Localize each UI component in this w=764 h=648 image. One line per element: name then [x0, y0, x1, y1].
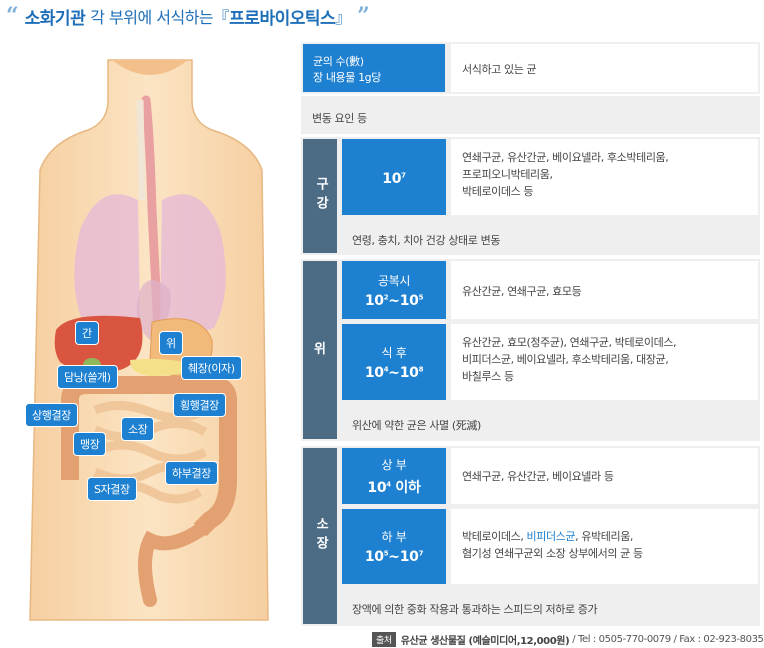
- si-upper-label: 상 부: [381, 457, 407, 472]
- si-lower-bacteria-highlight: 비피더스균: [526, 530, 576, 543]
- stomach-after-count: 104~108: [364, 364, 424, 381]
- source-contact: / Tel : 0505-770-0079 / Fax : 02-923-803…: [572, 634, 764, 645]
- stomach-after-bacteria: 유산간균, 효모(정주균), 연쇄구균, 박테로이데스, 비피더스균, 베이요넬…: [462, 334, 677, 385]
- mouth-note: 연령, 충치, 치아 건강 상태로 변동: [352, 234, 501, 247]
- side-label-mouth: 구강: [303, 139, 337, 253]
- count-base: 10: [364, 549, 384, 565]
- side-label-mouth-text: 구강: [313, 177, 329, 215]
- si-note: 장액에 의한 중화 작용과 통과하는 스피드의 저하로 증가: [352, 603, 598, 616]
- si-lower-bacteria-line2: 혐기성 연쇄구균외 소장 상부에서의 균 등: [462, 547, 643, 560]
- side-label-small-intestine: 소장: [303, 448, 337, 624]
- si-lower-label: 하 부: [381, 530, 407, 544]
- stomach-after-cell: 식 후 104~108: [342, 324, 446, 400]
- si-lower-bacteria-cell: [451, 509, 758, 584]
- title-bracket-close: 』: [335, 8, 352, 27]
- header-bacteria-cell: [451, 44, 758, 92]
- title-strong: 소화기관: [24, 8, 86, 29]
- count-exp: 5: [418, 292, 424, 301]
- mouth-bacteria: 연쇄구균, 유산간균, 베이요넬라, 후소박테리움, 프로피오니박테리움, 박테…: [462, 149, 669, 200]
- count-base: 10: [364, 364, 384, 381]
- count-base: 10: [367, 479, 387, 496]
- side-label-small-intestine-text: 소장: [313, 517, 329, 555]
- organ-label-small-intestine: 소장: [122, 418, 154, 440]
- count-base: 10: [399, 549, 419, 565]
- si-lower-bacteria-line1: 박테로이데스, 비피더스균, 유박테리움,: [462, 528, 643, 545]
- count-sep: ~: [388, 364, 400, 381]
- si-upper-count: 104 이하: [367, 477, 421, 497]
- body-figure-icon: [29, 59, 269, 621]
- source-title: 유산균 생산물질 (예슬미디어,12,000원): [400, 636, 570, 647]
- stomach-note: 위산에 약한 균은 사멸 (死滅): [352, 419, 481, 432]
- mouth-count-exp: 7: [401, 171, 406, 180]
- mouth-count-cell: 107: [342, 139, 446, 215]
- si-lower-cell: 하 부 105~107: [342, 509, 446, 584]
- stomach-fasting-bacteria: 유산간균, 연쇄구균, 효모등: [462, 285, 582, 298]
- side-label-stomach: 위: [303, 261, 337, 439]
- count-suffix: 이하: [390, 479, 421, 496]
- title-highlight: 프로바이오틱스: [229, 8, 336, 29]
- mouth-count-base: 10: [382, 171, 402, 187]
- stomach-after-bacteria-line: 바칠루스 등: [462, 370, 514, 383]
- stomach-fasting-bacteria-cell: [451, 261, 758, 319]
- stomach-after-bacteria-cell: [451, 324, 758, 400]
- count-exp: 7: [418, 549, 424, 558]
- stomach-fasting-label: 공복시: [377, 273, 411, 288]
- count-exp: 4: [386, 479, 391, 488]
- count-exp: 5: [383, 549, 389, 558]
- header-factors: 변동 요인 등: [312, 112, 367, 125]
- count-base: 10: [399, 364, 419, 381]
- si-lower-bacteria: 박테로이데스, 비피더스균, 유박테리움, 혐기성 연쇄구균외 소장 상부에서의…: [462, 528, 643, 562]
- stomach-after-label: 식 후: [381, 345, 407, 360]
- header-count-line2: 장 내용물 1g당: [313, 71, 381, 84]
- count-base: 10: [399, 292, 419, 309]
- si-upper-cell: 상 부 104 이하: [342, 448, 446, 504]
- si-lower-bacteria-post: , 유박테리움,: [575, 530, 634, 543]
- close-quote-icon: ”: [357, 3, 370, 29]
- si-upper-bacteria: 연쇄구균, 유산간균, 베이요넬라 등: [462, 470, 614, 483]
- si-lower-count: 105~107: [364, 549, 424, 565]
- source-badge: 출처: [372, 632, 396, 647]
- si-upper-bacteria-cell: [451, 448, 758, 504]
- si-lower-bacteria-pre: 박테로이데스,: [462, 530, 527, 543]
- organ-label-sigmoid-colon: S자결장: [88, 478, 136, 500]
- organ-label-liver: 간: [76, 322, 98, 344]
- stomach-after-bacteria-line: 비피더스균, 베이요넬라, 후소박테리움, 대장균,: [462, 353, 669, 366]
- organ-label-stomach: 위: [160, 332, 182, 354]
- mouth-bacteria-cell: [451, 139, 758, 215]
- organ-label-ascending-colon: 상행결장: [26, 404, 77, 426]
- title-bracket-open: 『: [213, 8, 230, 27]
- count-sep: ~: [388, 292, 400, 309]
- organ-label-transverse-colon: 횡행결장: [174, 394, 225, 416]
- organ-label-cecum: 맹장: [74, 433, 106, 455]
- organ-label-pancreas: 췌장(이자): [182, 357, 241, 379]
- open-quote-icon: “: [6, 3, 19, 29]
- organ-label-gallbladder: 담낭(쓸개): [58, 366, 117, 388]
- header-bacteria: 서식하고 있는 균: [462, 63, 537, 76]
- count-sep: ~: [388, 549, 400, 565]
- count-exp: 2: [383, 292, 389, 301]
- stomach-after-bacteria-line: 유산간균, 효모(정주균), 연쇄구균, 박테로이데스,: [462, 336, 677, 349]
- mouth-bacteria-line: 박테로이데스 등: [462, 185, 534, 198]
- mouth-count: 107: [382, 171, 406, 187]
- anatomy-illustration: 간 위 췌장(이자) 담낭(쓸개) 상행결장 횡행결장 소장 맹장 하부결장 S…: [0, 59, 300, 621]
- title-normal: 각 부위에 서식하는: [90, 8, 214, 27]
- mouth-bacteria-line: 프로피오니박테리움,: [462, 168, 553, 181]
- count-exp: 4: [383, 364, 389, 373]
- page-title: “ 소화기관 각 부위에 서식하는 『 프로바이오틱스 』 ”: [6, 3, 370, 29]
- header-factors-row: [301, 96, 760, 134]
- stomach-fasting-cell: 공복시 102~105: [342, 261, 446, 319]
- count-exp: 8: [418, 364, 424, 373]
- stomach-fasting-count: 102~105: [364, 292, 424, 309]
- mouth-bacteria-line: 연쇄구균, 유산간균, 베이요넬라, 후소박테리움,: [462, 151, 669, 164]
- side-label-stomach-text: 위: [314, 341, 326, 357]
- organ-label-descending-colon: 하부결장: [166, 462, 217, 484]
- header-count-line1: 균의 수(數): [313, 55, 364, 68]
- count-base: 10: [364, 292, 384, 309]
- source-footer: 출처 유산균 생산물질 (예슬미디어,12,000원) / Tel : 0505…: [372, 632, 764, 647]
- header-count-cell: 균의 수(數) 장 내용물 1g당: [303, 44, 445, 92]
